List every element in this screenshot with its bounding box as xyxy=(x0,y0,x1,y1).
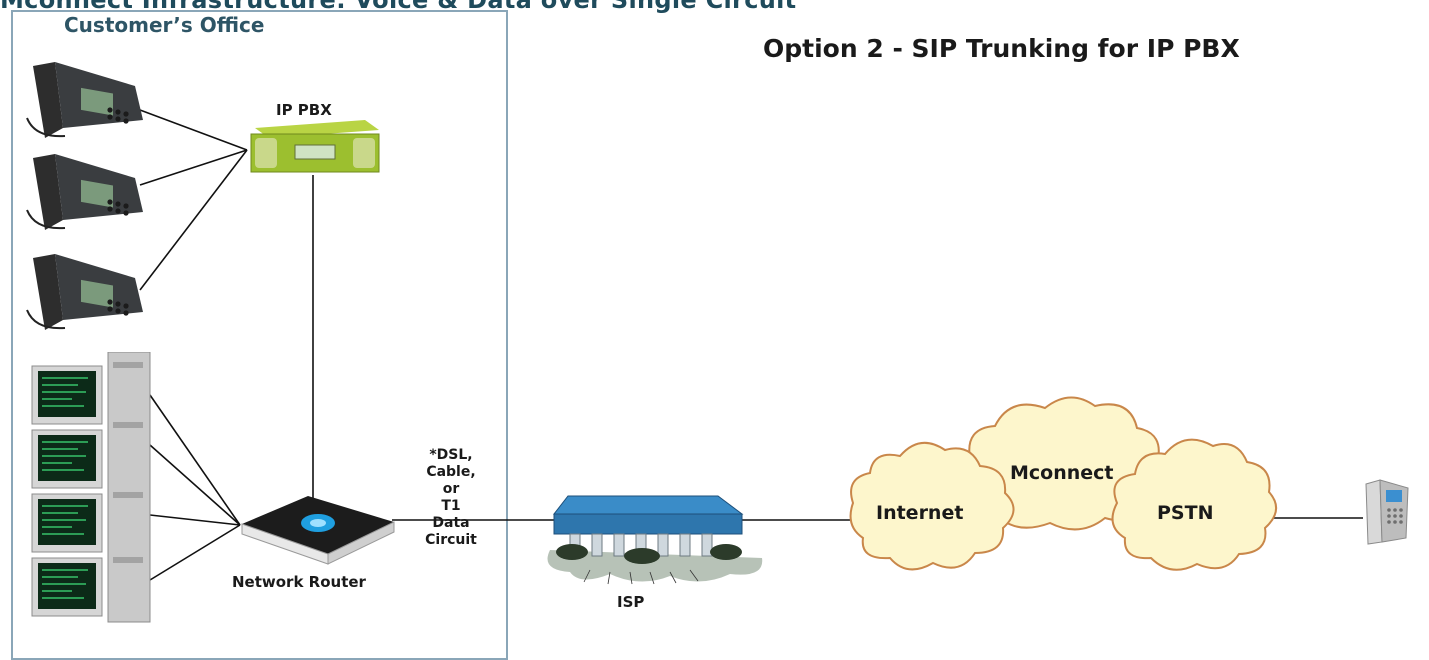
network-router-label: Network Router xyxy=(232,573,366,591)
phone3-pbx-line xyxy=(139,149,248,291)
network-router-device xyxy=(238,492,398,571)
isp-label: ISP xyxy=(617,593,645,611)
circuit-line: T1 xyxy=(441,498,461,514)
cloud-group xyxy=(845,388,1280,592)
cloud-label-internet: Internet xyxy=(876,502,964,524)
pc2-router-line xyxy=(149,444,241,526)
customer-office-label: Customer’s Office xyxy=(64,13,265,37)
ip-phone-3 xyxy=(25,250,150,339)
pc3-router-line xyxy=(149,514,241,526)
ip-phone-2 xyxy=(25,150,150,239)
option-title: Option 2 - SIP Trunking for IP PBX xyxy=(763,34,1240,63)
ip-pbx-label: IP PBX xyxy=(276,101,332,119)
phone2-pbx-line xyxy=(139,149,248,186)
connection-lines xyxy=(139,109,1363,581)
pc4-router-line xyxy=(149,524,241,581)
cloud-label-mconnect: Mconnect xyxy=(1010,462,1114,484)
cloud-label-pstn: PSTN xyxy=(1157,502,1214,524)
pstn-phone xyxy=(1362,478,1412,552)
internet-cloud-shape xyxy=(849,441,1015,571)
pc1-router-line xyxy=(149,394,241,526)
circuit-line: Cable, xyxy=(426,464,476,480)
ip-phone-1 xyxy=(25,58,150,147)
circuit-line: Circuit xyxy=(425,532,477,548)
circuit-line: *DSL, xyxy=(429,447,473,463)
isp-device xyxy=(530,490,775,594)
workstations xyxy=(28,351,153,631)
circuit-line: Data xyxy=(432,515,470,531)
phone1-pbx-line xyxy=(139,109,248,151)
ip-pbx-device xyxy=(245,120,385,179)
circuit-label: *DSL, Cable, or T1 Data Circuit xyxy=(420,447,482,549)
circuit-line: or xyxy=(442,481,460,497)
pstn-cloud-shape xyxy=(1111,438,1277,571)
